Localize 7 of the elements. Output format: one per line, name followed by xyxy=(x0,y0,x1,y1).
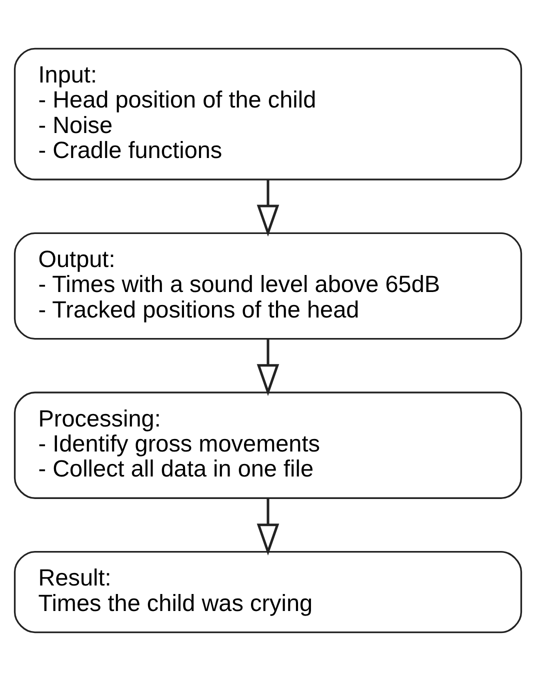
arrow xyxy=(256,179,280,236)
node-box: Input: - Head position of the child - Noise - Cradle functions xyxy=(14,47,522,180)
arrow xyxy=(256,498,280,556)
node-box: Output: - Times with a sound level above 65dB - Tracked positions of the head xyxy=(14,232,522,340)
node-box: Processing: - Identify gross movements - Collect all data in one file xyxy=(14,391,522,498)
arrow xyxy=(256,338,280,396)
node-box: Result: Times the child was crying xyxy=(14,550,522,633)
